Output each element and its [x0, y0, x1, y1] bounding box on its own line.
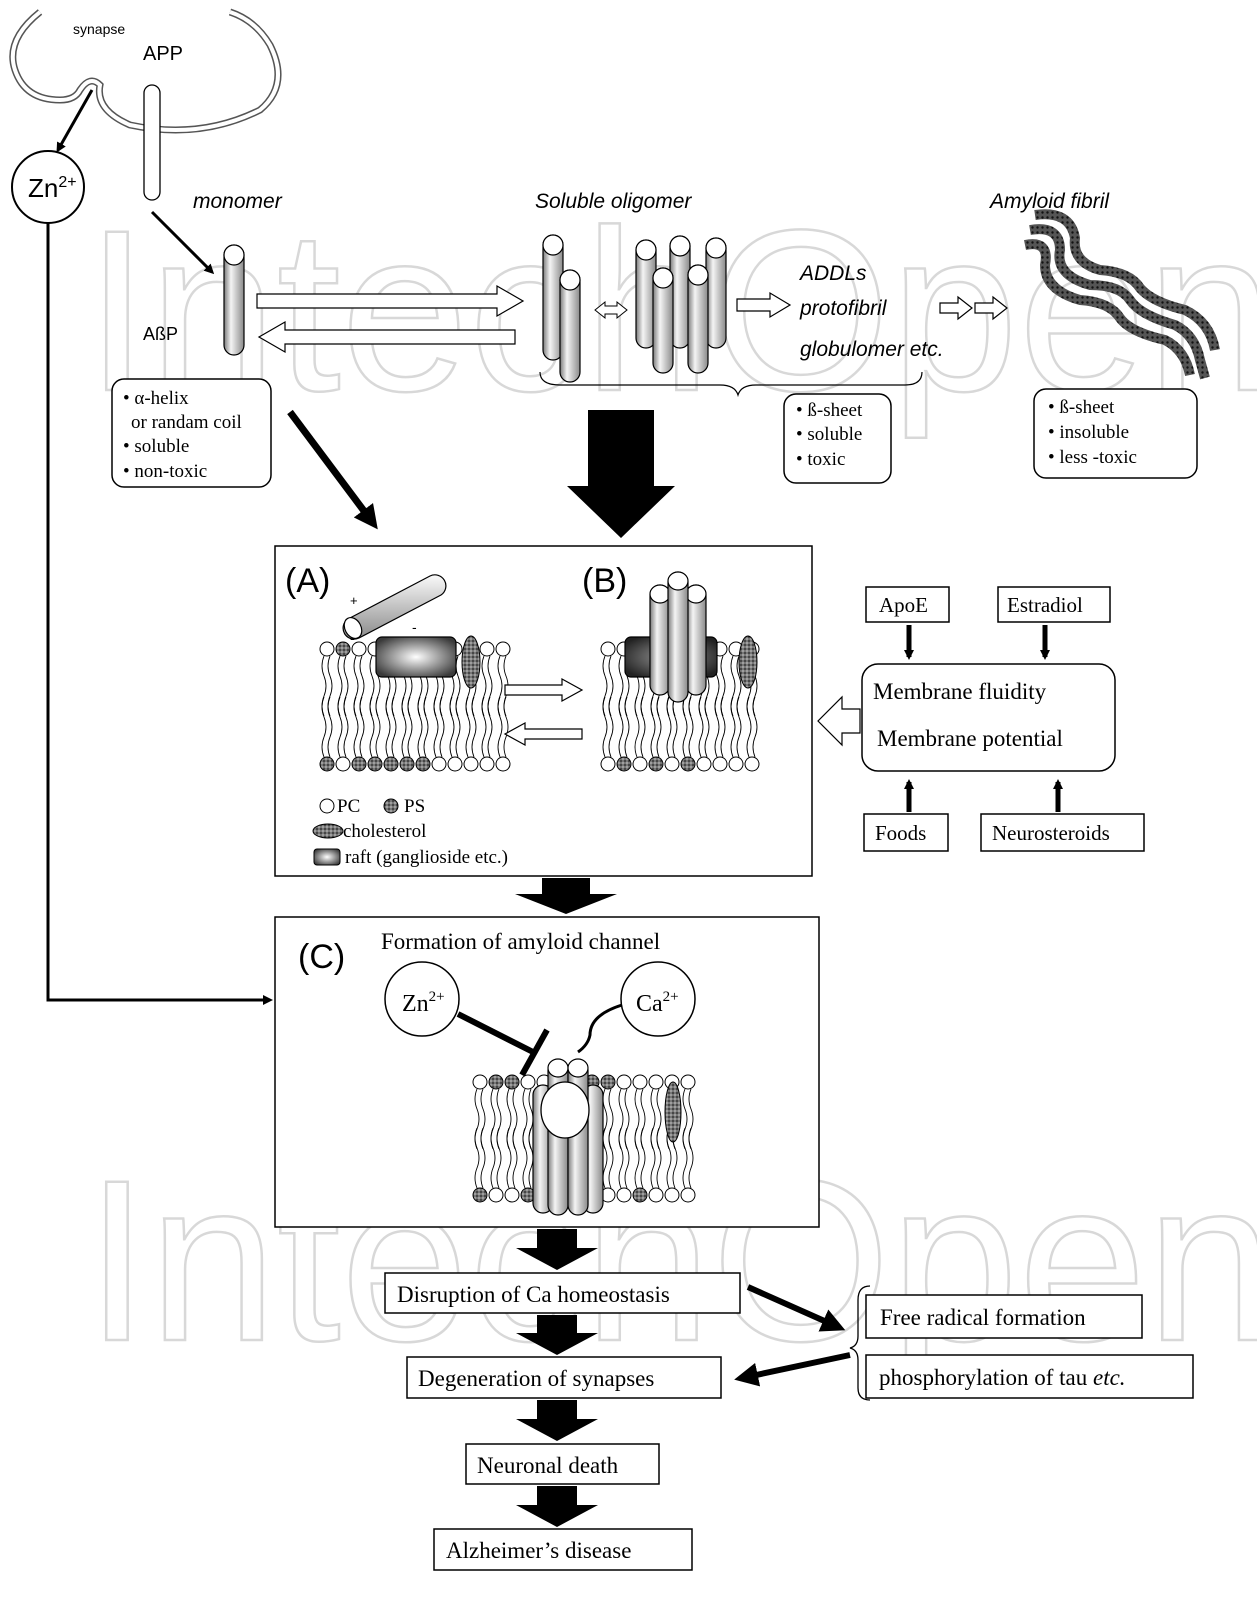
zn-inhibition-line: [456, 1011, 537, 1056]
factors-group: ApoE Estradiol Membrane fluidity Membran…: [817, 586, 1145, 852]
neurosteroids-box: [980, 813, 1145, 852]
zn-to-channel-line: [46, 223, 273, 1005]
svg-text:Membrane fluidity: Membrane fluidity: [873, 679, 1047, 704]
svg-text:Zn2+: Zn2+: [402, 989, 445, 1017]
svg-text:ApoE: ApoE: [879, 593, 928, 617]
app-to-monomer-arrow: [150, 210, 215, 275]
synapse-to-zn-arrow: [56, 89, 94, 153]
amyloid-fibril: [1024, 209, 1220, 380]
svg-text:Membrane potential: Membrane potential: [877, 726, 1063, 751]
membrane-to-channel-arrow: [515, 878, 617, 914]
effects-to-degeneration-arrow: [734, 1352, 851, 1387]
ca-to-effects-arrow: [746, 1284, 846, 1332]
svg-text:Neuronal death: Neuronal death: [477, 1453, 619, 1478]
oligomer-forms: ADDLs protofibril globulomer etc.: [798, 262, 944, 361]
svg-text:ADDLs: ADDLs: [798, 262, 867, 285]
oligomer-cylinders: [542, 234, 727, 383]
svg-text:Zn2+: Zn2+: [28, 173, 77, 203]
alzheimers-box: Alzheimer’s disease: [433, 1528, 693, 1571]
label-b: (B): [582, 562, 627, 600]
svg-text:protofibril: protofibril: [799, 297, 888, 320]
abp-label: AßP: [143, 324, 178, 344]
svg-text:• insoluble: • insoluble: [1048, 422, 1129, 443]
svg-text:• less -toxic: • less -toxic: [1048, 447, 1137, 468]
oligomer-to-forms-arrow: [736, 291, 792, 319]
foods-box: [863, 813, 949, 852]
membrane-properties-box: [861, 663, 1116, 772]
neuronal-death-box: Neuronal death: [465, 1443, 660, 1485]
svg-text:• toxic: • toxic: [796, 449, 845, 470]
synapse-label: synapse: [73, 21, 125, 37]
monomer-to-membrane-arrow: [287, 409, 378, 530]
ca-entry-curve: [577, 1003, 623, 1054]
amyloid-channel: [532, 1058, 682, 1216]
to-fibril-arrows: [939, 295, 1008, 321]
monomer-cylinder: [223, 244, 245, 356]
membrane-panel: [274, 545, 813, 877]
svg-text:-: -: [350, 630, 355, 646]
degeneration-box: Degeneration of synapses: [406, 1356, 722, 1399]
svg-text:+: +: [350, 593, 358, 608]
app-cylinder: [143, 84, 161, 201]
equilibrium-arrows-top: [256, 284, 525, 354]
svg-text:Neurosteroids: Neurosteroids: [992, 821, 1110, 845]
svg-text:Alzheimer’s disease: Alzheimer’s disease: [446, 1538, 631, 1563]
label-a: (A): [285, 562, 330, 600]
ca-to-degeneration-arrow: [516, 1315, 598, 1355]
fibril-props-box: • ß-sheet • insoluble • less -toxic: [1033, 388, 1198, 479]
apoe-box: [865, 586, 950, 623]
zn-inhibition-bar: [519, 1028, 550, 1077]
effects-brace: [849, 1285, 871, 1401]
svg-text:Disruption of Ca homeostasis: Disruption of Ca homeostasis: [397, 1282, 670, 1307]
oligomer-props-box: • ß-sheet • soluble • toxic: [783, 393, 892, 484]
svg-text:• soluble: • soluble: [796, 424, 862, 445]
svg-text:globulomer etc.: globulomer etc.: [800, 338, 944, 361]
svg-text:PS: PS: [404, 796, 425, 817]
soluble-oligomer-label: Soluble oligomer: [535, 190, 692, 213]
zn-circle-channel: Zn2+: [384, 961, 460, 1037]
svg-text:• soluble: • soluble: [123, 436, 189, 457]
a-peptide-cylinder: + - -: [342, 574, 447, 646]
channel-to-ca-arrow: [516, 1229, 598, 1270]
svg-text:Ca2+: Ca2+: [636, 989, 679, 1017]
b-raft-and-oligomer: [624, 571, 758, 703]
monomer-label: monomer: [193, 190, 283, 213]
label-c: (C): [298, 938, 345, 976]
a-raft: [375, 635, 481, 689]
channel-title: Formation of amyloid channel: [381, 929, 660, 954]
svg-text:• α-helix: • α-helix: [123, 388, 189, 409]
svg-text:Foods: Foods: [875, 821, 926, 845]
svg-text:• ß-sheet: • ß-sheet: [796, 400, 863, 421]
svg-text:• ß-sheet: • ß-sheet: [1048, 397, 1115, 418]
ca-circle-channel: Ca2+: [620, 961, 696, 1037]
death-to-alzheimers-arrow: [516, 1486, 598, 1527]
oligomer-brace: [539, 371, 923, 398]
ca-homeostasis-box: Disruption of Ca homeostasis: [384, 1272, 741, 1314]
svg-text:-: -: [412, 619, 417, 635]
free-radical-box: Free radical formation: [865, 1294, 1143, 1339]
oligomer-to-membrane-arrow: [567, 410, 675, 538]
degeneration-to-death-arrow: [516, 1400, 598, 1441]
equilibrium-arrows-membrane: [503, 677, 584, 747]
svg-text:raft (ganglioside etc.): raft (ganglioside etc.): [345, 847, 508, 868]
membrane-legend: PC PS cholesterol raft (ganglioside etc.…: [312, 796, 508, 868]
svg-text:PC: PC: [337, 796, 360, 817]
monomer-props-box: • α-helix or randam coil • soluble • non…: [111, 378, 272, 488]
svg-text:Free radical formation: Free radical formation: [880, 1305, 1086, 1330]
svg-text:cholesterol: cholesterol: [343, 821, 426, 842]
app-label: APP: [143, 43, 183, 65]
svg-text:Degeneration of synapses: Degeneration of synapses: [418, 1366, 654, 1391]
amyloid-fibril-label: Amyloid fibril: [988, 190, 1110, 213]
svg-text:Estradiol: Estradiol: [1007, 593, 1083, 617]
tau-box: phosphorylation of tau etc.: [865, 1354, 1194, 1399]
estradiol-box: [997, 586, 1111, 623]
zn-circle-top: Zn2+: [11, 150, 85, 224]
svg-text:phosphorylation of tau etc.: phosphorylation of tau etc.: [879, 1365, 1126, 1390]
svg-text:• non-toxic: • non-toxic: [123, 461, 207, 482]
svg-text:or randam coil: or randam coil: [131, 412, 242, 433]
factors-to-membrane-arrow: [817, 695, 861, 747]
